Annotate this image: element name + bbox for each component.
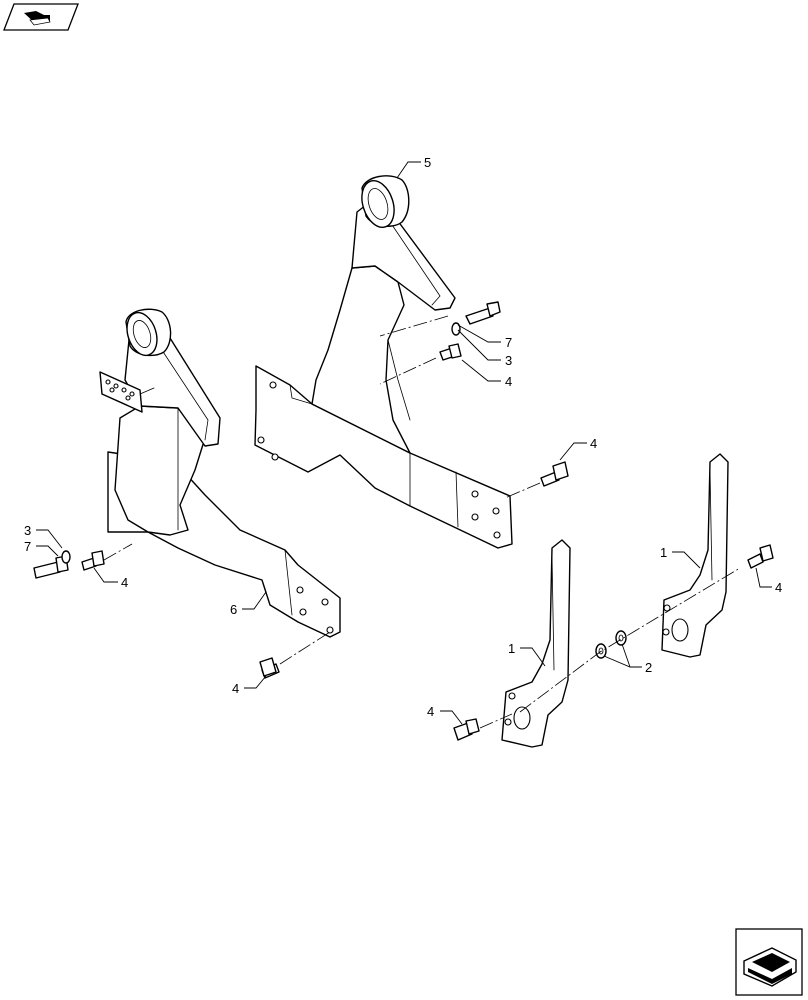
leader-line [461, 359, 501, 382]
leader-line [457, 324, 501, 343]
centerline [504, 482, 541, 499]
page-navigation-icon[interactable] [3, 3, 79, 31]
right-support-bracket [661, 453, 729, 658]
leader-line [93, 567, 118, 583]
callout-6: 6 [230, 602, 237, 617]
callout-4: 4 [121, 575, 128, 590]
washer [615, 630, 627, 646]
leader-line [755, 567, 772, 588]
right-main-bracket [254, 175, 513, 549]
next-page-icon[interactable] [735, 928, 803, 996]
leader-line [36, 545, 59, 557]
centerline [379, 315, 449, 337]
leader-line [242, 591, 267, 610]
hex-bolt [439, 343, 462, 361]
centerline [379, 357, 437, 385]
leader-line [36, 529, 63, 549]
callout-7: 7 [24, 539, 31, 554]
callout-4: 4 [775, 580, 782, 595]
callout-3: 3 [505, 353, 512, 368]
callout-7: 7 [505, 335, 512, 350]
callout-4: 4 [427, 704, 434, 719]
leader-line [603, 655, 642, 668]
callout-3: 3 [24, 523, 31, 538]
hex-bolt [540, 461, 569, 487]
callout-4: 4 [590, 436, 597, 451]
leader-line [244, 675, 267, 689]
leader-line [559, 442, 587, 461]
centerline [519, 567, 741, 713]
callout-4: 4 [505, 374, 512, 389]
callout-1: 1 [660, 545, 667, 560]
hex-bolt [747, 544, 774, 569]
leader-line [621, 643, 631, 668]
left-support-bracket [501, 539, 571, 748]
leader-line [520, 647, 546, 667]
bolt [465, 301, 501, 325]
centerline [103, 543, 133, 561]
hex-bolt [259, 657, 280, 679]
leader-line [457, 329, 501, 361]
washer [451, 322, 461, 336]
callout-4: 4 [232, 681, 239, 696]
centerline [279, 631, 331, 665]
callout-5: 5 [424, 155, 431, 170]
leader-line [440, 710, 463, 725]
hex-bolt [453, 718, 480, 741]
left-main-bracket [99, 308, 341, 638]
callout-1: 1 [508, 641, 515, 656]
callout-2: 2 [645, 660, 652, 675]
leader-line [672, 551, 701, 569]
centerline [479, 713, 513, 729]
hex-bolt [81, 550, 105, 571]
leader-line [396, 161, 421, 179]
washer [61, 550, 71, 564]
